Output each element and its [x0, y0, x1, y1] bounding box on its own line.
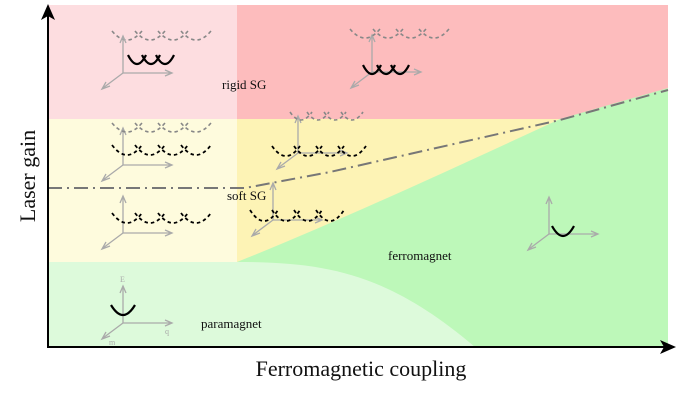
inset-momentum-axis-arrow — [123, 69, 174, 77]
crossover-dashdot-line — [48, 89, 669, 189]
inset-momentum-axis-arrow — [123, 229, 174, 237]
region-label-rigid-sg: rigid SG — [222, 77, 266, 92]
energy-well-curves — [110, 304, 136, 317]
inset-label-magnetization: m — [109, 338, 116, 347]
energy-well-curves — [362, 64, 410, 76]
inset-energy-axis-arrow — [119, 126, 127, 165]
y-axis-arrowhead — [41, 4, 55, 20]
inset-energy-axis-arrow — [269, 181, 277, 220]
region-label-paramagnet: paramagnet — [201, 316, 262, 331]
energy-well-curves — [127, 54, 175, 66]
energy-well-dashed-curves — [289, 111, 364, 121]
inset-energy-axis-arrow — [119, 284, 127, 323]
inset-momentum-axis-arrow — [123, 161, 174, 169]
rigid-sg-region — [237, 5, 668, 120]
inset-magnetization-axis-arrow — [275, 152, 299, 171]
main-axes — [41, 4, 676, 354]
inset-energy-axis-arrow — [119, 34, 127, 73]
inset-magnetization-axis-arrow — [250, 219, 274, 238]
inset-magnetization-axis-arrow — [100, 322, 124, 341]
inset-magnetization-axis-arrow — [349, 71, 373, 90]
energy-well-curves — [551, 225, 575, 238]
inset-magnetization-axis-arrow — [526, 233, 550, 252]
y-axis-label: Laser gain — [15, 130, 40, 222]
inset-label-momentum: q — [165, 327, 169, 336]
x-axis-arrowhead — [660, 340, 676, 354]
energy-landscape-insets — [100, 28, 600, 341]
inset-momentum-axis-arrow — [123, 319, 174, 327]
regions — [48, 5, 668, 347]
region-label-ferromagnet: ferromagnet — [388, 248, 452, 263]
paramagnet-region — [48, 262, 475, 347]
x-axis-label: Ferromagnetic coupling — [256, 356, 467, 381]
inset-magnetization-axis-arrow — [100, 164, 124, 183]
inset-energy-axis-arrow — [368, 33, 376, 72]
inset-energy-axis-arrow — [119, 194, 127, 233]
inset-label-energy: E — [120, 275, 125, 284]
rigid-sg-light-region — [48, 5, 237, 120]
soft-sg-light-region — [48, 119, 237, 262]
inset-energy-axis-arrow — [545, 195, 553, 234]
region-label-soft-sg: soft SG — [227, 188, 266, 203]
inset-magnetization-axis-arrow — [100, 232, 124, 251]
inset-magnetization-axis-arrow — [100, 72, 124, 91]
